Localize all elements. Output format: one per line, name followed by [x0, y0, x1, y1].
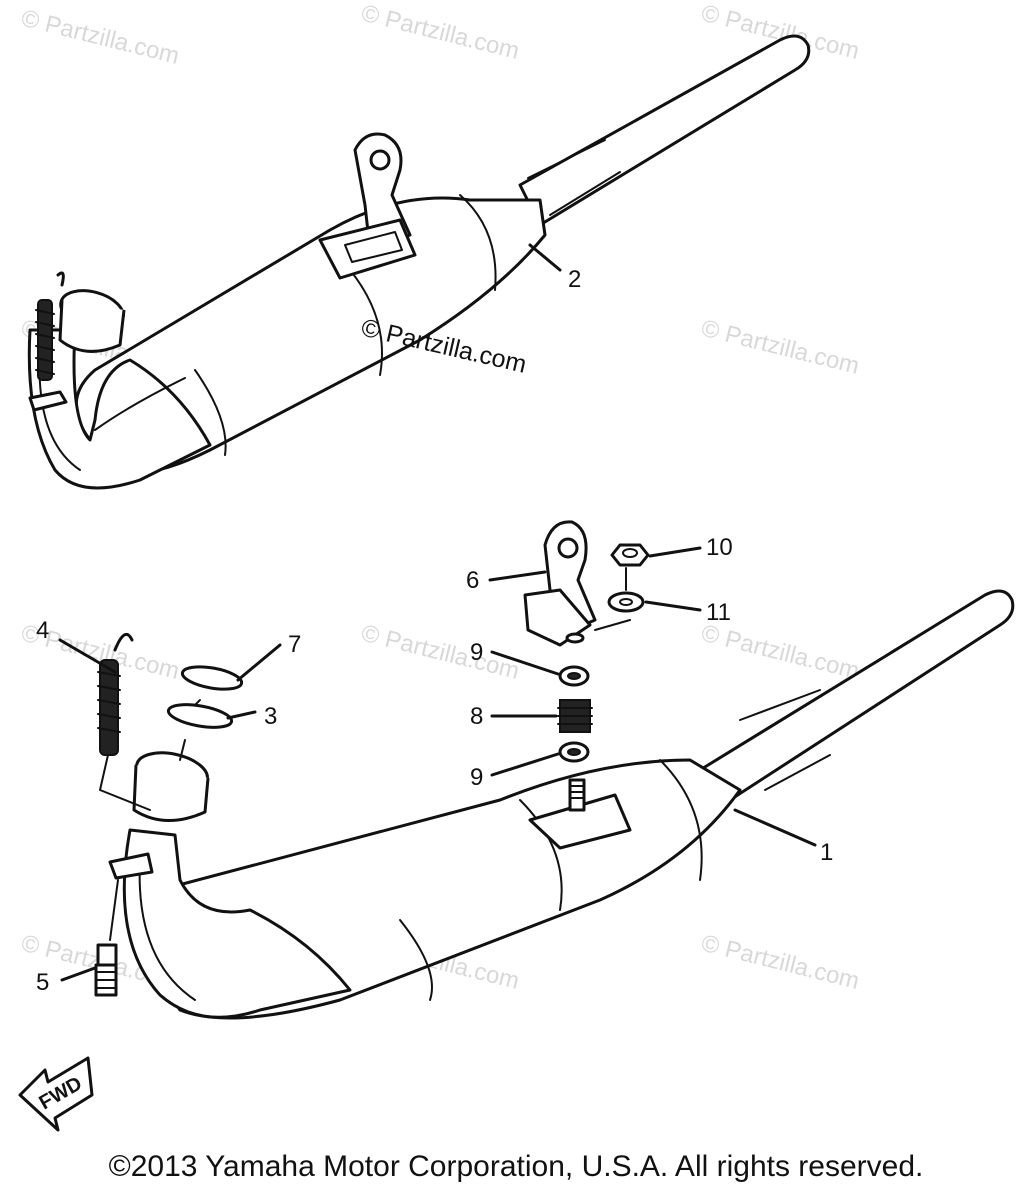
fwd-arrow-icon: FWD	[18, 1056, 94, 1132]
washer-part-9-lower	[558, 741, 590, 763]
nut-part-10	[610, 543, 650, 567]
callout-2: 2	[568, 266, 581, 293]
callout-11: 11	[706, 599, 731, 626]
callout-6: 6	[466, 567, 479, 594]
leader-dash	[179, 699, 201, 761]
exhaust-pipe-assembly-top	[27, 34, 811, 490]
callout-1: 1	[820, 839, 833, 866]
watermark: © Partzilla.com	[19, 5, 182, 70]
watermark: © Partzilla.com	[699, 620, 862, 685]
washer-part-11	[607, 591, 645, 613]
spring-part-4	[97, 632, 151, 811]
copyright-notice: ©2013 Yamaha Motor Corporation, U.S.A. A…	[108, 1150, 924, 1183]
callout-4: 4	[36, 617, 49, 644]
callout-9-upper: 9	[470, 639, 483, 666]
gasket-part-7	[180, 665, 244, 691]
callout-10: 10	[706, 534, 733, 561]
bolt-part-5	[94, 879, 119, 997]
gasket-part-3	[166, 703, 234, 729]
watermark: © Partzilla.com	[699, 315, 862, 380]
watermark: © Partzilla.com	[699, 930, 862, 995]
callout-3: 3	[264, 703, 277, 730]
spring-part-8	[557, 699, 593, 733]
watermark: © Partzilla.com	[359, 0, 522, 65]
callout-8: 8	[470, 703, 483, 730]
washer-part-9-upper	[558, 665, 590, 687]
exhaust-pipe-assembly-bottom	[108, 589, 1015, 1020]
bracket-part-6	[523, 520, 631, 647]
callout-7: 7	[288, 631, 301, 658]
callout-9-lower: 9	[470, 764, 483, 791]
callout-5: 5	[36, 969, 49, 996]
leader-lines	[58, 243, 817, 982]
